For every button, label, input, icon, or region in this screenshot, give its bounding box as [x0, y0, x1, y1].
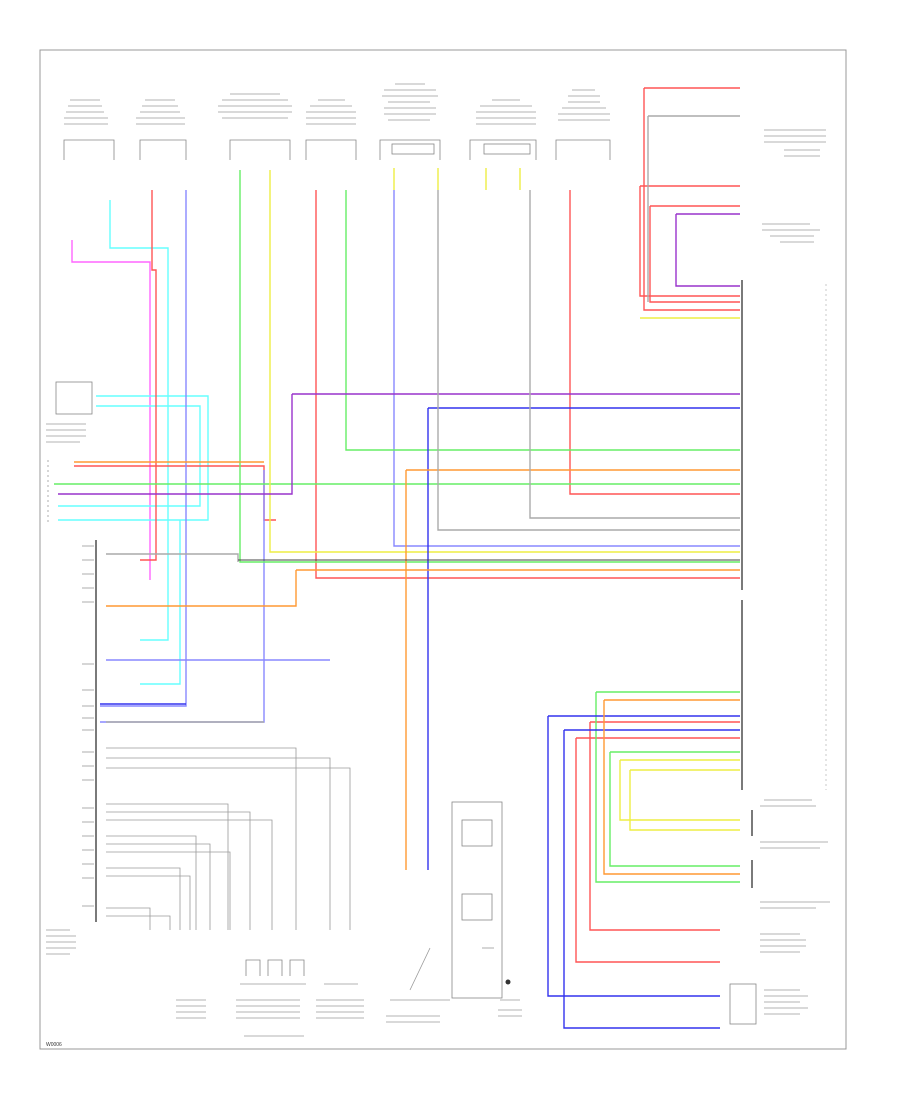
wire-blue-6 — [563, 730, 720, 1029]
wire-green-7 — [609, 752, 740, 867]
wire-yellow-5 — [629, 770, 740, 831]
wire-pink — [71, 240, 151, 580]
footer-code: W0006 — [46, 1042, 62, 1048]
wire-red-2 — [315, 190, 740, 579]
wire-gray-5 — [106, 553, 239, 562]
wire-orange-4 — [106, 570, 297, 607]
label-block-7 — [558, 89, 610, 121]
label-block-5 — [382, 83, 438, 121]
buckle-switch-box — [386, 801, 522, 1023]
wire-gray-1 — [437, 190, 740, 531]
lower-left-wiring — [106, 747, 351, 930]
wire-purple-3 — [675, 214, 740, 287]
wire-green-2 — [345, 190, 740, 451]
wire-orange-6 — [603, 700, 740, 875]
wire-red-8 — [639, 186, 740, 297]
wire-blue-4 — [547, 716, 720, 997]
right-main-connector — [741, 129, 827, 790]
wire-cyan-1 — [109, 200, 169, 641]
ground-point — [505, 979, 511, 985]
left-ecu-connector — [46, 540, 97, 955]
wire-red-5 — [643, 88, 740, 311]
wire-purple-2 — [58, 394, 293, 495]
label-block-2 — [136, 99, 185, 125]
top-component-labels — [64, 83, 610, 125]
wire-violet-1 — [100, 190, 187, 707]
wire-green-5 — [595, 692, 740, 883]
wire-green-1 — [239, 170, 740, 563]
wire-red-3 — [569, 190, 740, 495]
wire-red-1 — [140, 190, 157, 561]
wires — [54, 87, 740, 1029]
wire-cyan-3 — [58, 405, 201, 507]
wire-yellow-1 — [269, 170, 740, 553]
left-small-connector — [46, 381, 93, 524]
label-block-1 — [64, 99, 108, 125]
wire-cyan-2 — [58, 395, 209, 521]
bottom-sensors — [176, 959, 364, 1037]
label-block-4 — [306, 99, 356, 125]
label-block-3 — [218, 93, 292, 119]
label-block-6 — [476, 99, 536, 125]
wire-red-11 — [575, 738, 720, 963]
wire-cyan-4 — [140, 520, 181, 685]
wire-violet-2 — [393, 190, 740, 547]
diagram-frame — [39, 49, 847, 1050]
wire-red-13 — [589, 722, 720, 931]
wire-gray-2 — [529, 190, 740, 519]
wire-yellow-4 — [619, 760, 740, 821]
wire-red-14 — [74, 465, 276, 521]
top-connector-brackets — [63, 139, 611, 160]
right-lower-sensors — [729, 799, 830, 1025]
wire-red-9 — [649, 206, 740, 303]
